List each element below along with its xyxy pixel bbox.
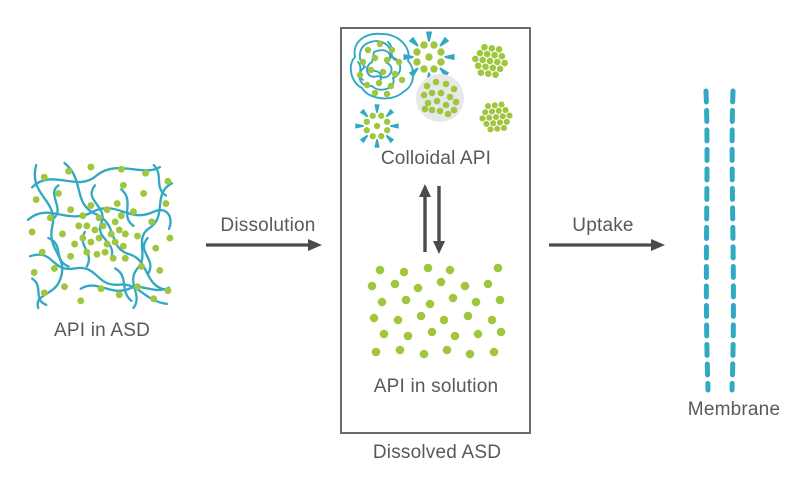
colloidal-api-structures (349, 27, 515, 152)
dissolution-label: Dissolution (220, 215, 316, 236)
dissolved-asd-label: Dissolved ASD (372, 442, 502, 463)
api-in-solution-label: API in solution (373, 376, 499, 397)
uptake-arrow (549, 239, 665, 251)
amorphous-aggregate-icon (416, 74, 464, 122)
drug-rich-cluster-icon (469, 42, 511, 80)
membrane-label: Membrane (687, 399, 781, 420)
polymer-drug-tangle-icon (349, 32, 415, 100)
polymer-network-icon (26, 161, 174, 310)
dissolution-arrow (206, 239, 322, 251)
api-in-asd-label: API in ASD (54, 320, 150, 341)
membrane-icon (703, 88, 736, 393)
colloidal-api-label: Colloidal API (380, 148, 492, 169)
micelle-icon (355, 104, 398, 147)
micelle-icon (404, 32, 455, 83)
equilibrium-arrows-icon (419, 184, 445, 254)
free-api-dots-icon (367, 263, 506, 359)
uptake-label: Uptake (572, 215, 634, 236)
drug-rich-cluster-icon (477, 100, 515, 134)
dissolved-asd-box (340, 27, 531, 434)
